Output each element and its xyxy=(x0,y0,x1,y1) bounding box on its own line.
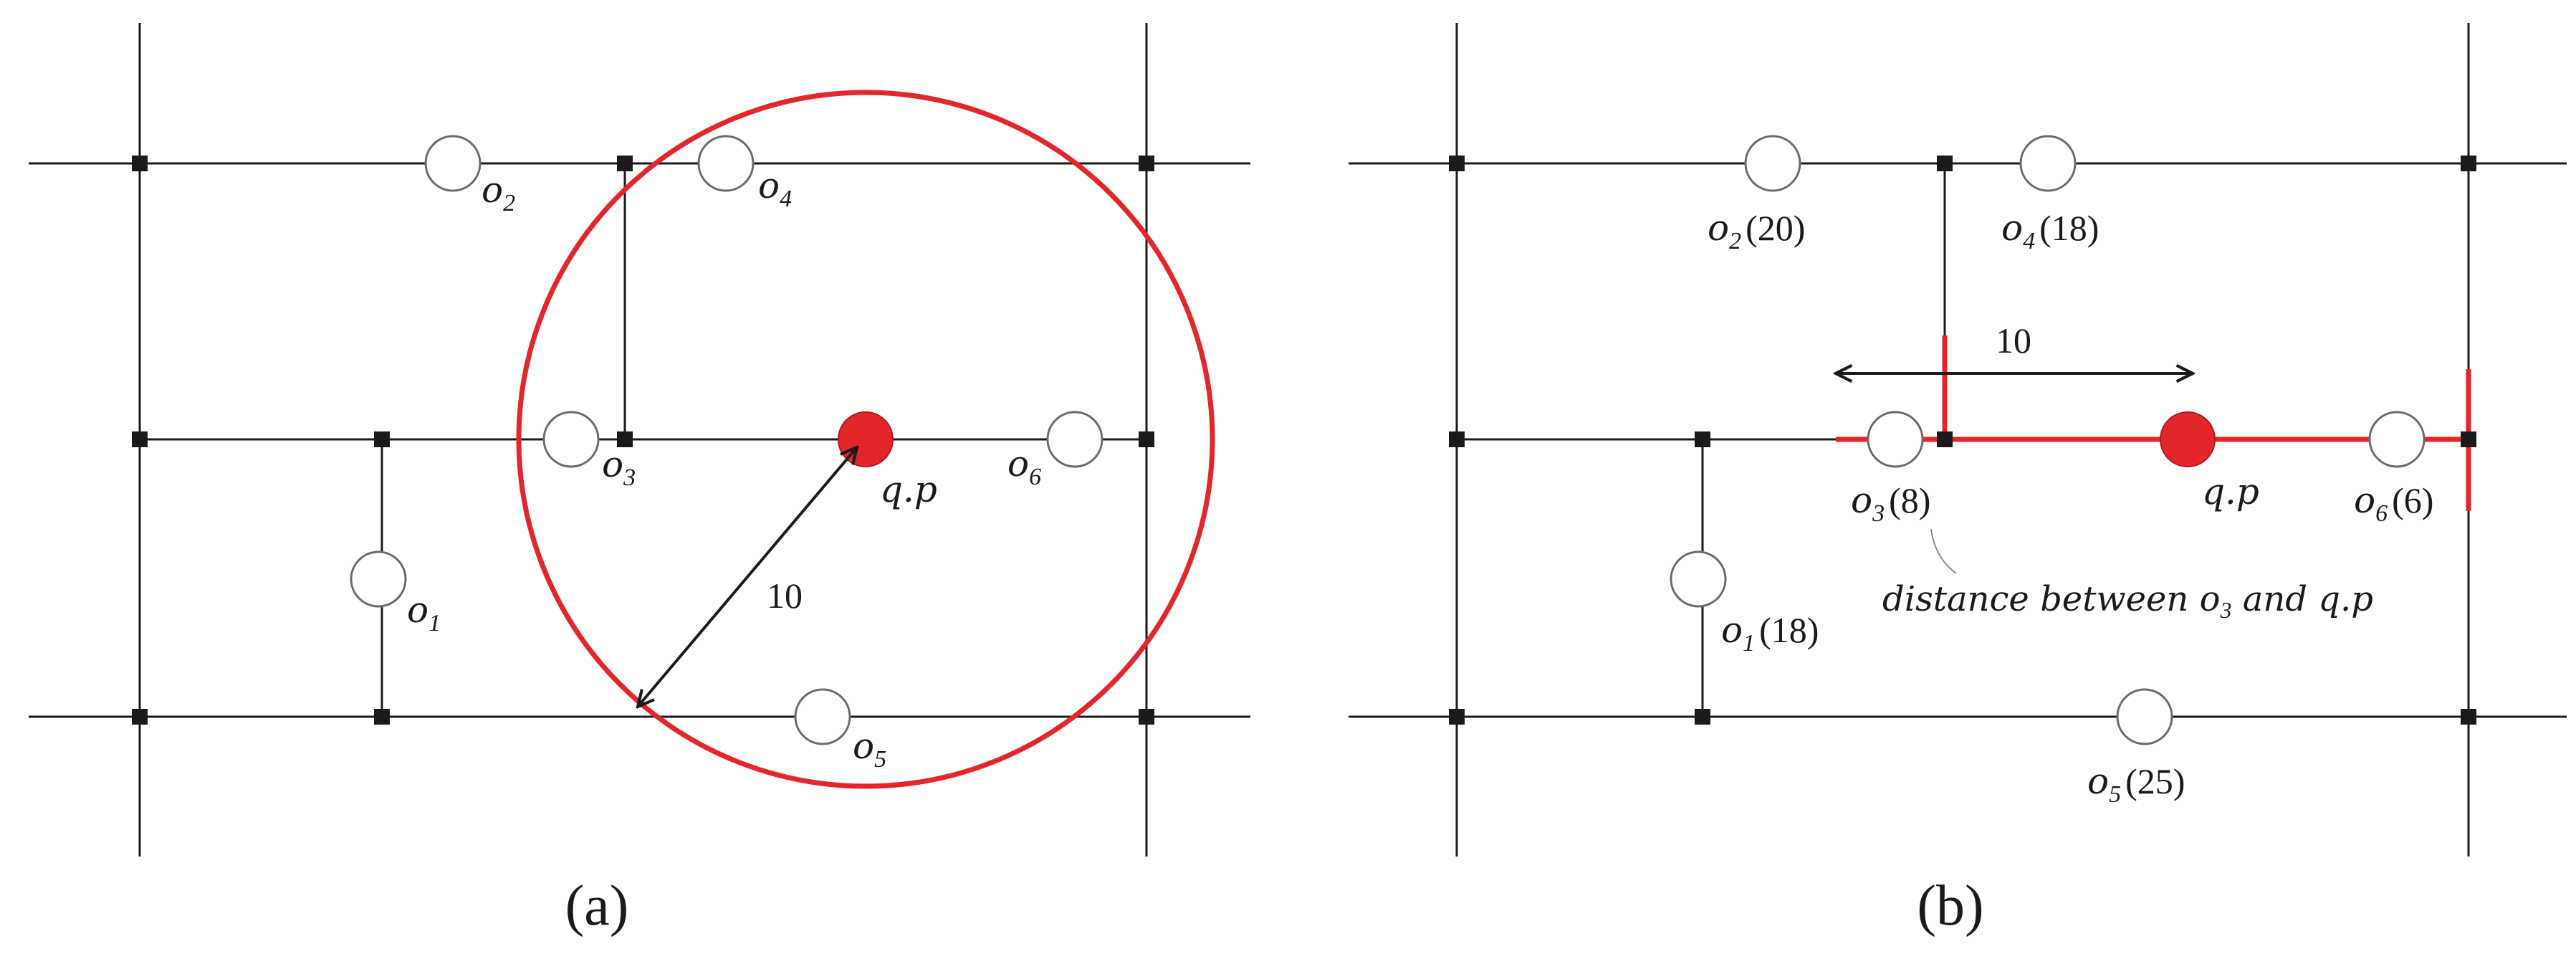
range-label: 10 xyxy=(1996,320,2031,361)
network-node xyxy=(1937,431,1953,447)
network-node xyxy=(2461,709,2476,725)
object-o5-marker xyxy=(794,688,851,745)
data-objects-b xyxy=(1670,135,2426,745)
annotation-leader xyxy=(1930,528,1957,574)
network-node xyxy=(2461,431,2476,447)
network-node xyxy=(617,431,633,447)
object-o4-marker xyxy=(697,135,755,192)
object-o2-marker xyxy=(1744,135,1801,192)
object-o2-label: o2 xyxy=(482,169,515,216)
object-o2-marker xyxy=(424,135,482,192)
object-o3-marker xyxy=(542,411,600,468)
object-o5-label: o5(25) xyxy=(2087,760,2185,808)
network-node xyxy=(1695,709,1710,725)
object-o1-marker xyxy=(1670,550,1727,608)
query-point-label: q.p xyxy=(880,469,937,510)
panel-b: 10 distance between o3 and q.p o1(18) o2… xyxy=(1349,23,2567,937)
object-o6-label: o6(6) xyxy=(2354,479,2433,527)
object-o5-label: o5 xyxy=(853,725,886,773)
object-o2-label: o2(20) xyxy=(1708,207,1805,254)
object-o4-label: o4 xyxy=(758,165,792,212)
object-o4-marker xyxy=(2019,135,2077,192)
object-o6-marker xyxy=(1046,411,1103,468)
network-node xyxy=(1449,431,1465,447)
radius-label: 10 xyxy=(767,576,803,616)
network-nodes-a xyxy=(132,156,1154,725)
network-nodes-b xyxy=(1449,156,2476,725)
object-o1-label: o1 xyxy=(407,589,441,636)
network-node xyxy=(1449,709,1465,725)
object-o3-marker xyxy=(1867,411,1924,468)
radius-arrow xyxy=(638,447,857,707)
network-node xyxy=(374,709,390,725)
network-node xyxy=(617,156,633,171)
network-node xyxy=(132,431,148,447)
network-node xyxy=(2461,156,2476,171)
network-node xyxy=(1937,156,1953,171)
range-circle xyxy=(516,90,1215,789)
network-node xyxy=(1449,156,1465,171)
network-node xyxy=(1139,709,1154,725)
object-o1-marker xyxy=(350,550,407,608)
query-point-label: q.p xyxy=(2202,471,2259,512)
panel-a-caption: (a) xyxy=(565,874,629,937)
object-o1-label: o1(18) xyxy=(1721,609,1819,657)
network-node xyxy=(132,156,148,171)
distance-annotation: distance between o3 and q.p xyxy=(1882,579,2373,623)
network-node xyxy=(132,709,148,725)
panel-a: 10 o1 o2 o3 o4 o5 o6 q.p (a) xyxy=(29,23,1250,937)
object-o3-label: o3 xyxy=(602,444,636,491)
object-o3-label: o3(8) xyxy=(1851,479,1930,527)
network-node xyxy=(374,431,390,447)
query-point-marker xyxy=(2160,411,2216,467)
object-o6-label: o6 xyxy=(1007,443,1041,490)
network-node xyxy=(1139,431,1154,447)
network-node xyxy=(1139,156,1154,171)
object-o4-label: o4(18) xyxy=(2001,207,2099,254)
panel-b-caption: (b) xyxy=(1917,874,1983,937)
network-node xyxy=(1695,431,1710,447)
object-o6-marker xyxy=(2368,411,2426,468)
object-o5-marker xyxy=(2116,688,2173,745)
